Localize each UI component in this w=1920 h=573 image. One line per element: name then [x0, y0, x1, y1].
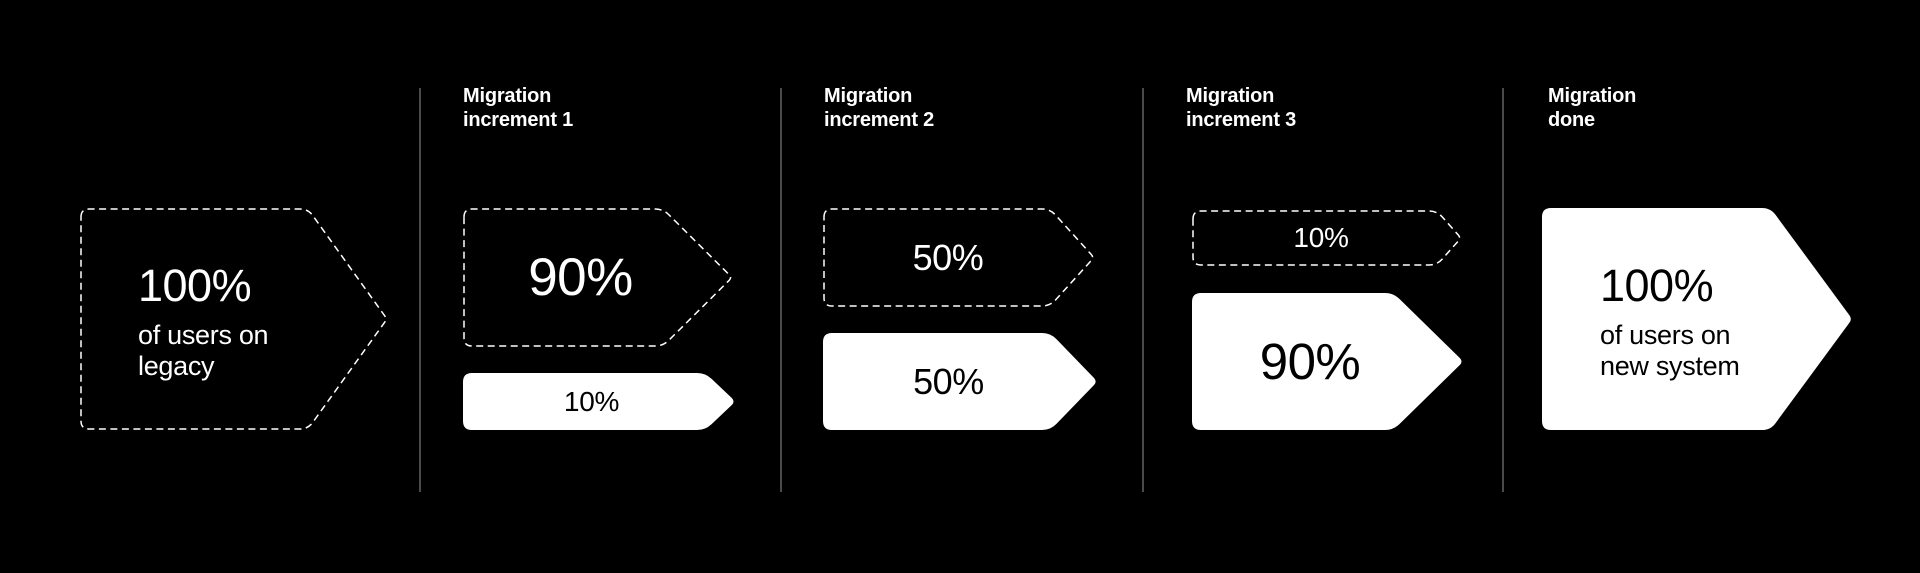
stage-title: Migration done	[1548, 85, 1637, 131]
caption: of users on new system	[1600, 319, 1740, 381]
percent-value: 100%	[138, 260, 252, 312]
migrated-share-label: 100% of users on new system	[1542, 208, 1852, 430]
migrated-share-solid-arrow	[823, 333, 1096, 430]
legacy-share-dashed-arrow	[1192, 210, 1461, 266]
percent-value: 10%	[563, 385, 620, 417]
migrated-share-label: 50%	[823, 333, 1097, 430]
caption: of users on legacy	[138, 319, 269, 381]
legacy-share-label: 100% of users on legacy	[80, 208, 388, 430]
legacy-share-label: 90%	[463, 208, 733, 347]
column-divider	[419, 88, 421, 492]
percent-value: 50%	[912, 236, 984, 278]
legacy-share-dashed-arrow	[80, 208, 387, 430]
stage-title: Migration increment 2	[824, 85, 935, 131]
percent-value: 100%	[1600, 260, 1714, 312]
migrated-share-solid-arrow	[463, 373, 734, 430]
stage-title: Migration increment 3	[1186, 85, 1297, 131]
percent-value: 50%	[913, 360, 984, 402]
migrated-share-solid-arrow	[1542, 208, 1851, 430]
percent-value: 90%	[528, 248, 633, 307]
column-divider	[780, 88, 782, 492]
legacy-share-dashed-arrow	[823, 208, 1094, 307]
legacy-share-label: 50%	[823, 208, 1095, 307]
migrated-share-solid-arrow	[1192, 293, 1462, 430]
percent-value: 10%	[1293, 222, 1349, 253]
column-divider	[1502, 88, 1504, 492]
legacy-share-dashed-arrow	[463, 208, 732, 347]
percent-value: 90%	[1259, 333, 1361, 390]
stage-title: Migration increment 1	[463, 85, 574, 131]
legacy-share-label: 10%	[1192, 210, 1462, 266]
column-divider	[1142, 88, 1144, 492]
migrated-share-label: 90%	[1192, 293, 1463, 430]
migrated-share-label: 10%	[463, 373, 735, 430]
